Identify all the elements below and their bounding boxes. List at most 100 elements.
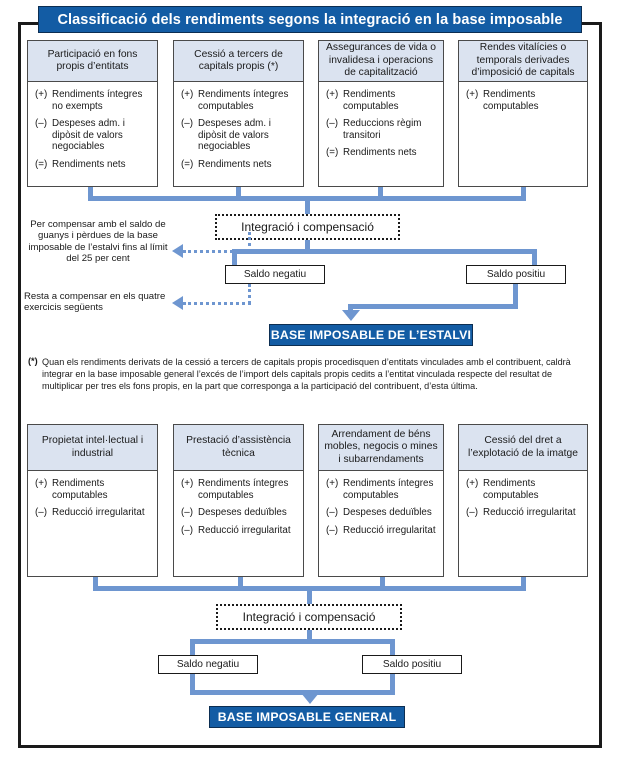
list-item: (+) Rendiments íntegres computables [326, 478, 437, 501]
sign-minus: (–) [35, 507, 47, 519]
connector-negatiu-down-general [190, 674, 195, 695]
connector-positiu-elbow-savings [348, 304, 353, 311]
list-item: (+) Rendiments íntegres computables [181, 89, 297, 112]
connector-split-bus-general [190, 639, 395, 644]
connector-drop-gbox2 [238, 577, 243, 589]
connector-drop-box2 [236, 187, 241, 199]
frame-bottom-edge [18, 745, 602, 748]
item-text: Despeses deduïbles [343, 507, 432, 519]
sign-plus: (+) [181, 89, 194, 100]
item-text: Rendiments computables [52, 478, 108, 501]
connector-drop-box1 [88, 187, 93, 199]
connector-to-saldo-negatiu-savings [232, 249, 237, 267]
note-compensate-savings: Per compensar amb el saldo de guanys i p… [28, 219, 168, 265]
connector-drop-gbox1 [93, 577, 98, 589]
savings-box-3-header: Assegurances de vida o invalidesa i oper… [319, 41, 443, 82]
connector-drop-gbox3 [380, 577, 385, 589]
saldo-negatiu-general: Saldo negatiu [158, 655, 258, 674]
savings-box-2-header: Cessió a tercers de capitals propis (*) [174, 41, 303, 82]
general-box-1-header: Propietat intel·lectual i industrial [28, 425, 157, 471]
sign-plus: (+) [326, 89, 339, 100]
savings-box-4-body: (+) Rendiments computables [459, 82, 587, 122]
sign-plus: (+) [466, 89, 479, 100]
item-text: Rendiments íntegres computables [343, 478, 434, 501]
note-carryforward-savings: Resta a compensar en els quatre exercici… [24, 291, 166, 314]
item-text: Despeses deduïbles [198, 507, 287, 519]
savings-box-4-title: Rendes vitalícies o temporals derivades … [471, 42, 575, 79]
savings-box-4: Rendes vitalícies o temporals derivades … [458, 40, 588, 187]
connector-positiu-down-general [390, 674, 395, 695]
saldo-negatiu-general-label: Saldo negatiu [176, 659, 240, 670]
general-box-3-header: Arrendament de béns mobles, negocis o mi… [319, 425, 443, 471]
general-box-1-body: (+) Rendiments computables (–) Reducció … [28, 471, 157, 529]
connector-to-saldo-positiu-general [390, 639, 395, 657]
item-text: Reducció irregularitat [343, 524, 436, 536]
dashed-vertical-upper [248, 232, 251, 252]
item-text: Rendiments íntegres computables [198, 89, 289, 112]
saldo-positiu-general: Saldo positiu [362, 655, 462, 674]
connector-bus-to-integration-savings [305, 196, 310, 215]
sign-equals: (=) [181, 158, 194, 170]
sign-plus: (+) [466, 478, 479, 489]
integration-box-savings-label: Integració i compensació [241, 220, 374, 234]
general-box-4-title: Cessió del dret a l’explotació de la ima… [468, 435, 578, 459]
base-imposable-estalvi-banner: BASE IMPOSABLE DE L’ESTALVI [269, 324, 473, 346]
list-item: (–) Despeses adm. i dipòsit de valors ne… [181, 118, 297, 153]
integration-box-general: Integració i compensació [216, 604, 402, 630]
base-imposable-general-banner: BASE IMPOSABLE GENERAL [209, 706, 405, 728]
base-imposable-general-label: BASE IMPOSABLE GENERAL [217, 710, 397, 724]
footnote-text: Quan els rendiments derivats de la cessi… [42, 357, 571, 392]
saldo-positiu-savings-label: Saldo positiu [486, 269, 546, 280]
connector-merge-bus-general [190, 690, 395, 695]
savings-box-3-title: Assegurances de vida o invalidesa i oper… [326, 42, 436, 79]
item-text: Rendiments nets [198, 158, 272, 170]
saldo-positiu-general-label: Saldo positiu [382, 659, 442, 670]
connector-positiu-across-savings [348, 304, 518, 309]
savings-box-1-title: Participació en fons propis d’entitats [47, 48, 138, 72]
sign-minus: (–) [181, 507, 193, 519]
item-text: Rendiments computables [483, 89, 539, 112]
dashed-horizontal-upper [183, 250, 251, 253]
sign-plus: (+) [35, 478, 48, 489]
savings-box-2: Cessió a tercers de capitals propis (*) … [173, 40, 304, 187]
arrow-down-icon-general [301, 693, 319, 704]
sign-plus: (+) [181, 478, 194, 489]
dashed-vertical-lower [248, 284, 251, 304]
list-item: (–) Reduccions règim transitori [326, 118, 437, 141]
item-text: Despeses adm. i dipòsit de valors negoci… [52, 118, 125, 153]
list-item: (+) Rendiments íntegres no exempts [35, 89, 151, 112]
item-text: Rendiments computables [343, 89, 399, 112]
general-box-2: Prestació d’assistència tècnica (+) Rend… [173, 424, 304, 577]
frame-top-right-stub [580, 22, 602, 25]
item-text: Reducció irregularitat [52, 507, 145, 519]
frame-top-left-stub [18, 22, 40, 25]
item-text: Despeses adm. i dipòsit de valors negoci… [198, 118, 271, 153]
general-box-1-title: Propietat intel·lectual i industrial [41, 435, 144, 459]
sign-minus: (–) [326, 507, 338, 519]
general-box-4: Cessió del dret a l’explotació de la ima… [458, 424, 588, 577]
item-text: Rendiments nets [52, 158, 126, 170]
footnote: (*) Quan els rendiments derivats de la c… [28, 356, 590, 393]
general-box-2-body: (+) Rendiments íntegres computables (–) … [174, 471, 303, 546]
page-title-text: Classificació dels rendiments segons la … [57, 11, 563, 28]
integration-box-savings: Integració i compensació [215, 214, 400, 240]
sign-minus: (–) [326, 524, 338, 536]
integration-box-general-label: Integració i compensació [242, 610, 376, 624]
frame-right-edge [599, 22, 602, 748]
connector-to-saldo-positiu-savings [532, 249, 537, 267]
general-box-1: Propietat intel·lectual i industrial (+)… [27, 424, 158, 577]
list-item: (–) Despeses deduïbles [326, 507, 437, 519]
general-box-4-header: Cessió del dret a l’explotació de la ima… [459, 425, 587, 471]
general-box-2-header: Prestació d’assistència tècnica [174, 425, 303, 471]
list-item: (–) Reducció irregularitat [181, 525, 297, 537]
item-text: Rendiments íntegres no exempts [52, 89, 143, 112]
arrow-down-icon-savings [342, 310, 360, 321]
savings-box-1-header: Participació en fons propis d’entitats [28, 41, 157, 82]
sign-minus: (–) [466, 507, 478, 519]
arrow-left-icon-note1 [172, 244, 183, 258]
item-text: Rendiments computables [483, 478, 539, 501]
connector-drop-box3 [378, 187, 383, 199]
connector-to-saldo-negatiu-general [190, 639, 195, 657]
savings-box-3: Assegurances de vida o invalidesa i oper… [318, 40, 444, 187]
